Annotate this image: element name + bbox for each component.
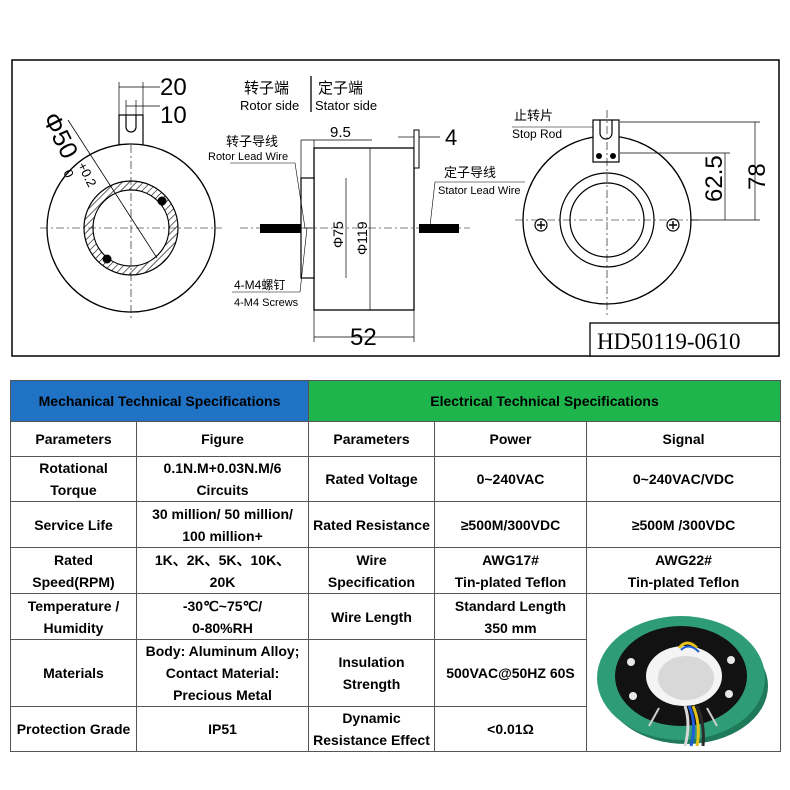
rated-voltage-power: 0~240VAC (434, 456, 587, 502)
model-number-box (589, 322, 780, 357)
stator-side-label: Stator side (315, 98, 377, 113)
protection-grade-value: IP51 (136, 706, 309, 752)
table-row: Rotational Torque 0.1N.M+0.03N.M/6 Circu… (10, 456, 782, 502)
screws-cn: 4-M4螺钉 (234, 278, 285, 292)
rated-speed-label: Rated Speed(RPM) (10, 547, 137, 594)
service-life-label: Service Life (10, 501, 137, 548)
materials-value: Body: Aluminum Alloy; Contact Material: … (136, 639, 309, 707)
stator-end-cn: 定子端 (318, 80, 363, 97)
col-header-power: Power (434, 421, 587, 457)
materials-label: Materials (10, 639, 137, 707)
rotor-lead-wire-label: Rotor Lead Wire (208, 151, 288, 163)
wire-specification-power: AWG17# Tin-plated Teflon (434, 547, 587, 594)
table-row: Protection Grade IP51 Dynamic Resistance… (10, 706, 781, 752)
side-view (230, 76, 525, 342)
model-number: HD50119-0610 (597, 329, 741, 354)
product-photo-cell (585, 593, 782, 752)
dim-diameter-50: Φ50 (37, 108, 84, 163)
stop-rod-label: Stop Rod (512, 127, 562, 141)
rated-resistance-label: Rated Resistance (308, 501, 435, 548)
wire-specification-signal: AWG22# Tin-plated Teflon (585, 547, 782, 594)
stop-rod-cn: 止转片 (514, 108, 553, 123)
dim-52: 52 (350, 324, 377, 351)
mechanical-specs-header: Mechanical Technical Specifications (10, 380, 309, 422)
table-row: Rated Speed(RPM) 1K、2K、5K、10K、 20K Wire … (10, 547, 782, 594)
drawing-frame (11, 59, 780, 357)
rated-voltage-label: Rated Voltage (308, 456, 435, 502)
dim-9-5: 9.5 (330, 124, 351, 141)
screw-head-icon (534, 218, 548, 232)
table-row: Materials Body: Aluminum Alloy; Contact … (10, 639, 781, 707)
rated-voltage-signal: 0~240VAC/VDC (585, 456, 782, 502)
screws-en-label: 4-M4 Screws (234, 297, 299, 309)
col-header-parameters-right: Parameters (308, 421, 435, 457)
stator-lead-wire-label: Stator Lead Wire (438, 185, 521, 197)
rotor-end-cn: 转子端 (244, 80, 289, 97)
dynamic-resistance-label: Dynamic Resistance Effect (308, 706, 435, 752)
wire-length-value: Standard Length 350 mm (434, 593, 587, 640)
rated-resistance-signal: ≥500M /300VDC (585, 501, 782, 548)
col-header-figure: Figure (136, 421, 309, 457)
stator-lead-cn: 定子导线 (444, 165, 496, 180)
technical-drawing: 20 10 Φ50 +0.2 0 (11, 59, 780, 357)
dim-78: 78 (744, 163, 771, 190)
rated-speed-value: 1K、2K、5K、10K、 20K (136, 547, 309, 594)
service-life-value: 30 million/ 50 million/ 100 million+ (136, 501, 309, 548)
wire-length-label: Wire Length (308, 593, 435, 640)
electrical-specs-header: Electrical Technical Specifications (307, 380, 782, 422)
col-header-signal: Signal (585, 421, 782, 457)
dim-4: 4 (445, 125, 457, 150)
dim-phi119: Φ119 (354, 221, 370, 255)
protection-grade-label: Protection Grade (10, 706, 137, 752)
insulation-strength-label: Insulation Strength (308, 639, 435, 707)
table-row: Temperature / Humidity -30℃~75℃/ 0-80%RH… (10, 593, 782, 752)
product-photo (597, 615, 768, 746)
temperature-humidity-label: Temperature / Humidity (10, 593, 137, 640)
rotor-side-label: Rotor side (240, 98, 299, 113)
insulation-strength-value: 500VAC@50HZ 60S (434, 639, 587, 707)
rotor-lead-cn: 转子导线 (226, 134, 278, 149)
temperature-humidity-value: -30℃~75℃/ 0-80%RH (136, 593, 309, 640)
wire-specification-label: Wire Specification (308, 547, 435, 594)
col-header-parameters-left: Parameters (10, 421, 137, 457)
dim-10: 10 (160, 102, 187, 129)
dim-20: 20 (160, 74, 187, 101)
spec-table: Mechanical Technical Specifications Elec… (10, 380, 782, 752)
stator-side-view (512, 110, 760, 315)
dim-phi75: Φ75 (330, 221, 346, 248)
rotational-torque-label: Rotational Torque (10, 456, 137, 502)
rotational-torque-value: 0.1N.M+0.03N.M/6 Circuits (136, 456, 309, 502)
screw-head-icon (666, 218, 680, 232)
rotor-side-view (40, 82, 222, 320)
rated-resistance-power: ≥500M/300VDC (434, 501, 587, 548)
table-row: Service Life 30 million/ 50 million/ 100… (10, 501, 782, 548)
dynamic-resistance-value: <0.01Ω (434, 706, 587, 752)
dim-62-5: 62.5 (701, 155, 728, 202)
